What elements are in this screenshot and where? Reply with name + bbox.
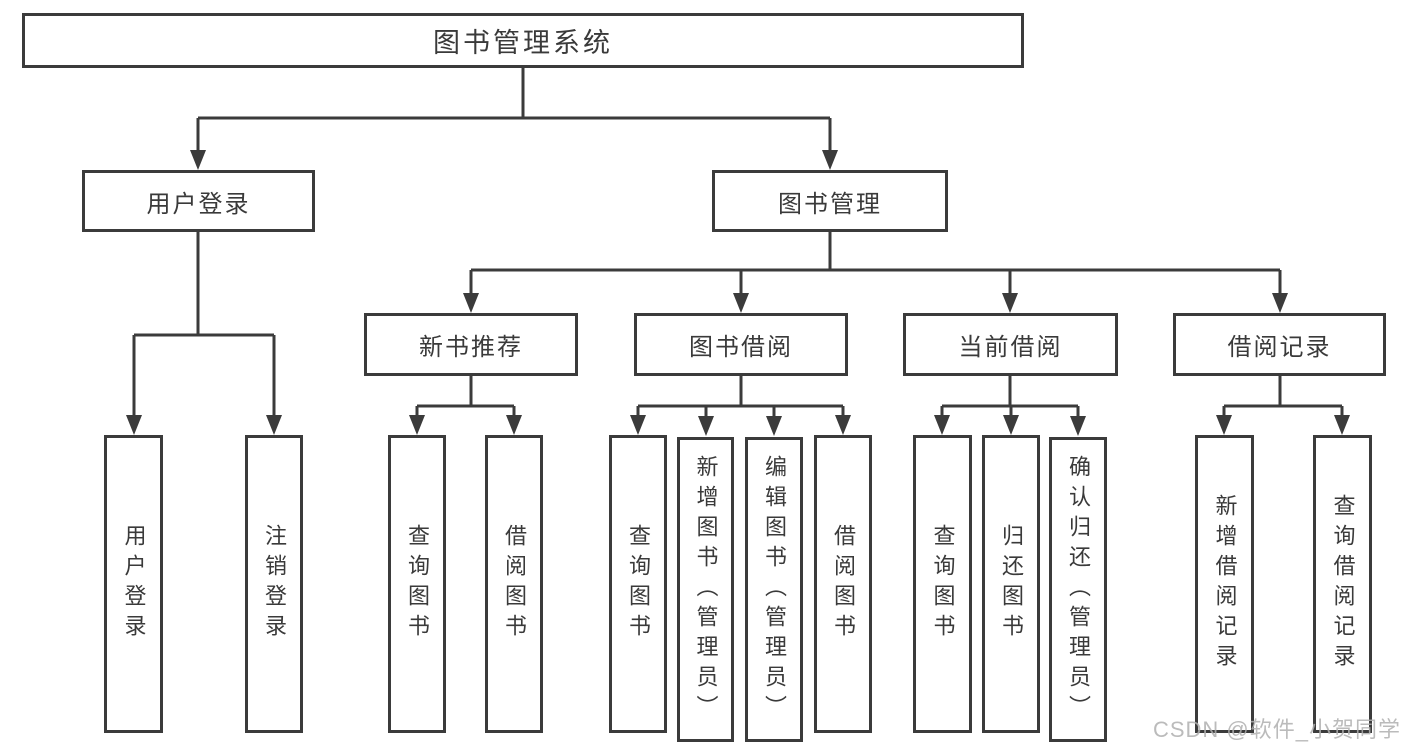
connector-root [190,68,838,170]
leaf-add-book-admin: 新增图书（管理员） [677,437,734,742]
leaf-borrow-query-books: 查询图书 [609,435,667,733]
leaf-user-login: 用户登录 [104,435,163,733]
leaf-borrow-borrow-books: 借阅图书 [814,435,872,733]
node-borrow-records: 借阅记录 [1173,313,1386,376]
node-user-login: 用户登录 [82,170,315,232]
connector-book-management [463,232,1288,313]
node-book-management: 图书管理 [712,170,948,232]
connector-new-book-recommend [409,376,522,435]
leaf-logout: 注销登录 [245,435,303,733]
node-current-borrow: 当前借阅 [903,313,1118,376]
node-book-borrow: 图书借阅 [634,313,848,376]
leaf-confirm-return-admin: 确认归还（管理员） [1049,437,1107,742]
connector-book-borrow [630,376,851,436]
leaf-add-borrow-record: 新增借阅记录 [1195,435,1254,733]
connector-current-borrow [934,376,1086,436]
leaf-edit-book-admin: 编辑图书（管理员） [745,437,803,742]
leaf-recommend-borrow-books: 借阅图书 [485,435,543,733]
connector-borrow-records [1216,376,1350,435]
leaf-query-borrow-record: 查询借阅记录 [1313,435,1372,733]
node-new-book-recommend: 新书推荐 [364,313,578,376]
leaf-current-query-books: 查询图书 [913,435,972,733]
node-library-management-system: 图书管理系统 [22,13,1024,68]
leaf-recommend-query-books: 查询图书 [388,435,446,733]
connector-user-login [126,232,282,435]
leaf-return-book: 归还图书 [982,435,1040,733]
csdn-watermark: CSDN @软件_小贺同学 [1152,717,1401,742]
